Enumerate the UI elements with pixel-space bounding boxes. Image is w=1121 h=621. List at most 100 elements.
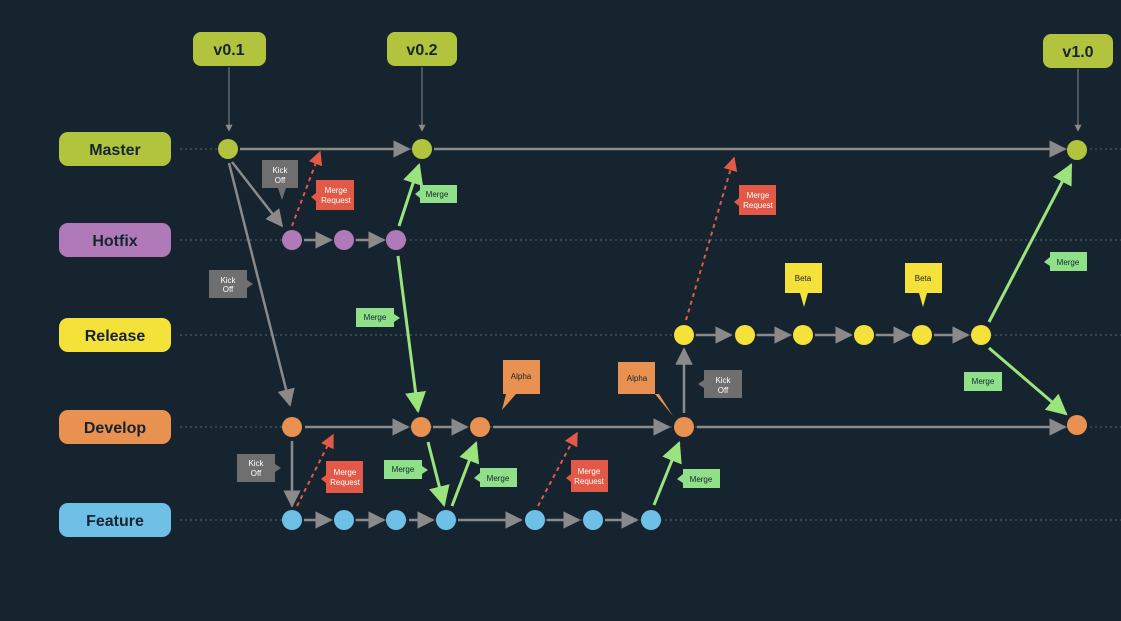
merge-note: Merge [964,372,1002,391]
branch-label-master-text: Master [89,142,141,159]
merge-request-note-line-1: Merge [334,468,357,477]
beta-note: Beta [905,263,942,307]
beta-note: Beta [785,263,822,307]
feature-merge-request-arrow-1 [296,433,334,507]
feature-commit [334,510,354,530]
alpha-note: Alpha [618,362,673,416]
version-tag-v1-0: v1.0 [1043,34,1113,68]
merge-note-text: Merge [364,313,387,322]
kick-off-note-line-2: Off [718,386,729,395]
branch-label-release: Release [59,318,171,352]
alpha-note-text: Alpha [511,372,532,381]
feature-to-develop-merge-2 [652,441,682,506]
release-to-develop-merge [988,346,1068,416]
master-to-hotfix-arrow [231,161,284,228]
kick-off-note-line-2: Off [275,176,286,185]
commit-arrows [227,140,1067,529]
release-commit [912,325,932,345]
branch-label-feature: Feature [59,503,171,537]
kick-off-note: Kick Off [237,454,281,482]
alpha-note-text: Alpha [627,374,648,383]
merge-note: Merge [677,469,720,488]
release-to-master-merge [987,163,1073,323]
develop-commit [674,417,694,437]
kick-off-note-line-1: Kick [272,166,288,175]
develop-commit [411,417,431,437]
release-commit [971,325,991,345]
merge-note-text: Merge [426,190,449,199]
merge-request-note: Merge Request [734,185,776,215]
feature-commit [386,510,406,530]
merge-note: Merge [1044,252,1087,271]
merge-request-note-line-2: Request [330,478,361,487]
master-commit-v0-1 [218,139,238,159]
branch-labels: Master Hotfix Release Develop Feature [59,132,171,537]
feature-commit [436,510,456,530]
merge-request-note-line-2: Request [574,477,605,486]
merge-request-note: Merge Request [321,461,363,493]
merge-note: Merge [415,185,457,203]
merge-arrows [396,163,1073,508]
develop-commit [282,417,302,437]
release-commit [735,325,755,345]
kick-off-note: Kick Off [698,370,742,398]
kick-off-note: Kick Off [262,160,298,200]
version-tag-v0-1: v0.1 [193,32,266,66]
kick-off-note-line-2: Off [223,285,234,294]
merge-note-text: Merge [690,475,713,484]
develop-to-feature-merge [426,441,450,508]
kick-off-note-line-2: Off [251,469,262,478]
feature-commit [525,510,545,530]
branch-label-master: Master [59,132,171,166]
master-commit-v0-2 [412,139,432,159]
merge-request-note-line-2: Request [743,201,774,210]
commits [218,139,1087,530]
merge-request-note-line-1: Merge [325,186,348,195]
hotfix-merge-request-arrow [291,150,323,227]
merge-note-text: Merge [392,465,415,474]
kick-off-note: Kick Off [209,270,253,298]
feature-merge-request-arrow-2 [537,431,578,507]
branch-label-develop: Develop [59,410,171,444]
merge-note: Merge [384,460,428,479]
merge-request-note: Merge Request [311,180,354,210]
develop-commit [470,417,490,437]
alpha-note: Alpha [502,360,540,410]
notes: Kick Off Merge Request Merge Kick Off Me… [209,160,1087,493]
beta-note-text: Beta [795,274,812,283]
hotfix-commit [282,230,302,250]
merge-note: Merge [474,468,517,487]
merge-request-note: Merge Request [566,460,608,492]
release-commit [674,325,694,345]
merge-request-note-line-1: Merge [578,467,601,476]
kick-off-note-line-1: Kick [248,459,264,468]
release-commit [854,325,874,345]
version-tag-v0-1-text: v0.1 [213,42,244,59]
merge-request-note-line-2: Request [321,196,352,205]
merge-note-text: Merge [1057,258,1080,267]
kick-off-note-line-1: Kick [715,376,731,385]
master-to-develop-arrow [227,162,295,407]
develop-commit [1067,415,1087,435]
branch-label-feature-text: Feature [86,513,144,530]
merge-request-note-line-1: Merge [747,191,770,200]
beta-note-text: Beta [915,274,932,283]
branch-label-release-text: Release [85,328,146,345]
master-commit-v1-0 [1067,140,1087,160]
release-commit [793,325,813,345]
hotfix-commit [386,230,406,250]
branch-label-develop-text: Develop [84,420,146,437]
version-tag-v1-0-text: v1.0 [1062,44,1093,61]
hotfix-to-master-merge [397,163,424,227]
hotfix-to-develop-merge [396,255,426,414]
feature-commit [641,510,661,530]
merge-note: Merge [356,308,400,327]
feature-commit [282,510,302,530]
merge-note-text: Merge [487,474,510,483]
branch-label-hotfix: Hotfix [59,223,171,257]
branch-label-hotfix-text: Hotfix [92,233,137,250]
feature-to-develop-merge-1 [450,441,480,507]
release-merge-request-arrow [685,156,738,321]
version-tag-v0-2-text: v0.2 [406,42,437,59]
